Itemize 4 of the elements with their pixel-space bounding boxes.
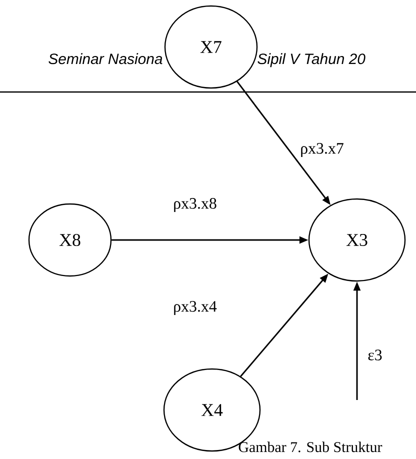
edge-label: ρx3.x8 [174,198,216,212]
edge-label: ρx3.x4 [174,301,217,315]
edge-label: ε3 [368,350,382,360]
edge-label: ρx3.x7 [301,143,344,157]
